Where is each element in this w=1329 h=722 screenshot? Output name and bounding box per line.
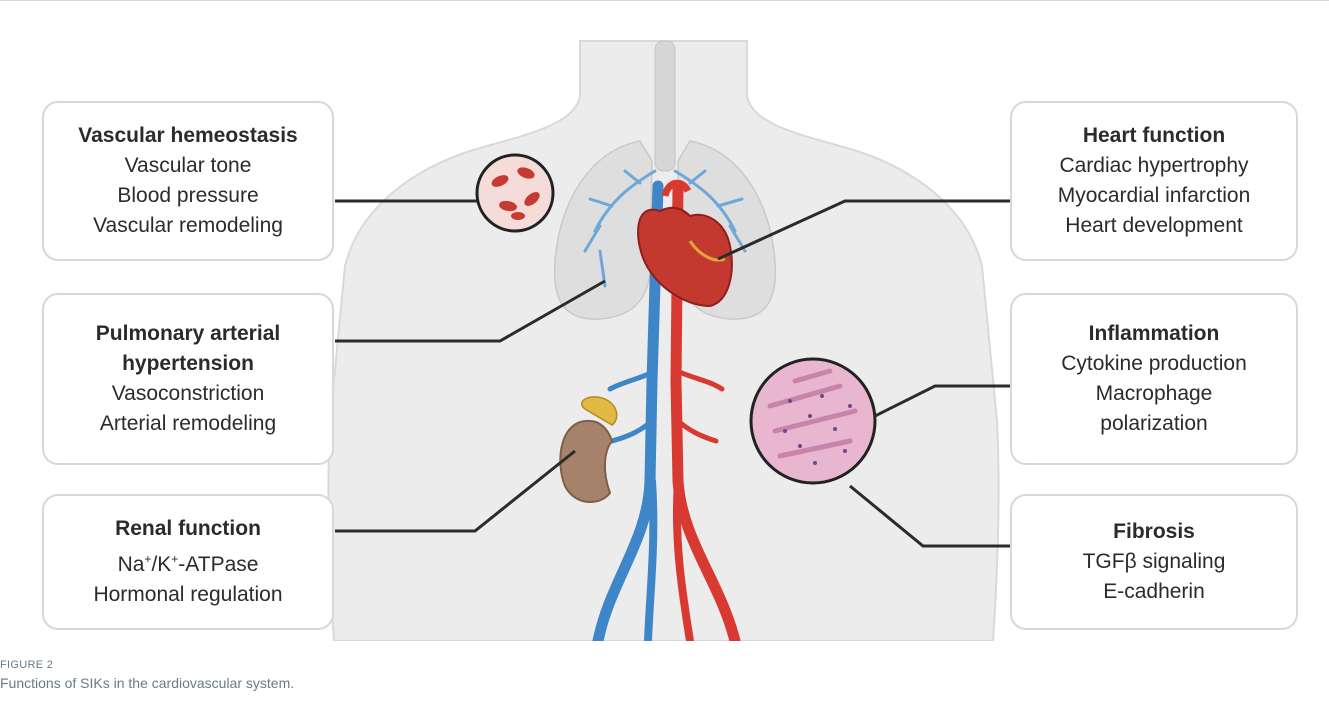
box-title: Vascular hemeostasis — [78, 121, 297, 151]
box-title: Renal function — [115, 514, 261, 544]
box-line: TGFβ signaling — [1083, 547, 1226, 577]
box-heart-function: Heart function Cardiac hypertrophy Myoca… — [1010, 101, 1298, 261]
box-line: Heart development — [1065, 211, 1242, 241]
kidney — [560, 421, 612, 502]
box-inflammation: Inflammation Cytokine production Macroph… — [1010, 293, 1298, 465]
box-renal-function: Renal function Na+/K+-ATPase Hormonal re… — [42, 494, 334, 630]
box-line: Vascular remodeling — [93, 211, 283, 241]
box-pulmonary-arterial-hypertension: Pulmonary arterial hypertension Vasocons… — [42, 293, 334, 465]
box-title: hypertension — [122, 349, 254, 379]
box-title: Pulmonary arterial — [96, 319, 280, 349]
box-title: Fibrosis — [1113, 517, 1195, 547]
caption-text: Functions of SIKs in the cardiovascular … — [0, 673, 294, 693]
box-line: Hormonal regulation — [93, 580, 282, 610]
box-line: Macrophage — [1096, 379, 1213, 409]
box-title: Heart function — [1083, 121, 1225, 151]
box-line: Blood pressure — [117, 181, 258, 211]
box-title: Inflammation — [1089, 319, 1220, 349]
box-line: Vasoconstriction — [112, 379, 265, 409]
figure-caption: FIGURE 2 Functions of SIKs in the cardio… — [0, 657, 294, 693]
box-line: Na+/K+-ATPase — [118, 544, 259, 580]
box-line: E-cadherin — [1103, 577, 1205, 607]
caption-label: FIGURE 2 — [0, 657, 294, 673]
box-vascular-hemeostasis: Vascular hemeostasis Vascular tone Blood… — [42, 101, 334, 261]
box-line: polarization — [1100, 409, 1207, 439]
box-line: Vascular tone — [125, 151, 252, 181]
box-line: Arterial remodeling — [100, 409, 276, 439]
box-fibrosis: Fibrosis TGFβ signaling E-cadherin — [1010, 494, 1298, 630]
trachea — [655, 41, 675, 171]
box-line: Cardiac hypertrophy — [1059, 151, 1248, 181]
figure-illustration: Vascular hemeostasis Vascular tone Blood… — [0, 1, 1329, 641]
box-line: Cytokine production — [1061, 349, 1247, 379]
box-line: Myocardial infarction — [1058, 181, 1251, 211]
